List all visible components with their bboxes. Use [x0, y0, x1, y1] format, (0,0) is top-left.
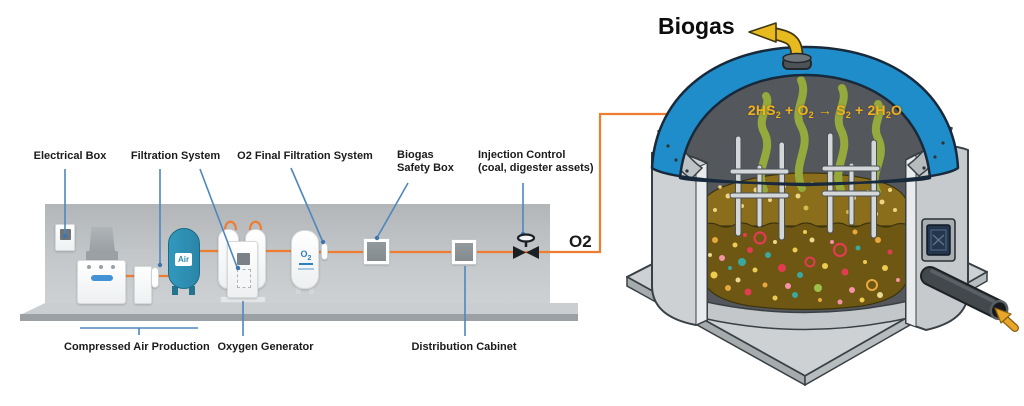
leader-lines	[64, 167, 524, 336]
compressor-body	[77, 260, 126, 304]
slurry-microbe-dots	[708, 229, 900, 305]
biogas-title: Biogas	[658, 13, 735, 39]
digester-dome	[650, 45, 960, 187]
o2-tank: O2	[291, 230, 319, 289]
injection-lances	[729, 132, 881, 241]
oxygen-generator-screen	[237, 253, 250, 265]
biogas-safety-box-unit	[364, 239, 389, 264]
feed-inlet-arrow-icon	[994, 307, 1019, 332]
label-biogas-safety-box: Biogas Safety Box	[397, 149, 454, 174]
o2-tank-leg	[296, 286, 301, 294]
air-tank-leg	[189, 286, 195, 295]
digester-illustration	[626, 22, 1019, 387]
label-compressed-air-production: Compressed Air Production	[64, 341, 210, 353]
label-distribution-cabinet: Distribution Cabinet	[411, 341, 517, 353]
compressor-hood	[89, 227, 115, 253]
compressor-vent	[91, 275, 113, 281]
label-filtration-system: Filtration System	[130, 150, 221, 162]
air-filter-capsule	[151, 267, 159, 288]
dome-flange-bolts	[666, 141, 945, 173]
air-tank-label: Air	[175, 253, 192, 266]
label-o2-pipe: O2	[569, 232, 592, 251]
valve-icon	[513, 233, 539, 259]
digester-equation: 2HS2 + O2 → S2 + 2H2O	[747, 102, 903, 120]
label-oxygen-generator: Oxygen Generator	[217, 341, 314, 353]
compressor-knob	[87, 265, 91, 269]
compressor-knob	[111, 265, 115, 269]
label-electrical-box: Electrical Box	[33, 150, 107, 162]
air-tank-leg	[172, 286, 178, 295]
label-injection-control: Injection Control (coal, digester assets…	[478, 149, 594, 174]
slurry-lower-layer	[701, 222, 909, 311]
o2-tank-label: O2	[300, 249, 312, 262]
leader-dots	[62, 231, 526, 271]
digester-control-panel	[921, 218, 956, 262]
compressor-hood-base	[86, 251, 118, 262]
equipment-room-floor	[20, 303, 578, 315]
feed-inlet-pipe	[920, 266, 1009, 321]
label-o2-final-filtration: O2 Final Filtration System	[237, 150, 373, 162]
air-tank: Air	[168, 228, 200, 289]
oxygen-generator-filter-cartridge	[237, 269, 251, 288]
o2-tank-mark	[298, 268, 314, 270]
oxygen-generator-panel	[227, 241, 258, 298]
dome-gas-port	[782, 52, 812, 70]
compressor-knob	[99, 265, 103, 269]
o2-tank-mark	[299, 263, 313, 265]
distribution-cabinet-unit	[452, 240, 476, 264]
tank-left-wall	[651, 150, 708, 327]
floor-front-edge	[20, 314, 578, 321]
o2-tank-leg	[309, 286, 314, 294]
slurry-upper-layer	[701, 172, 909, 227]
